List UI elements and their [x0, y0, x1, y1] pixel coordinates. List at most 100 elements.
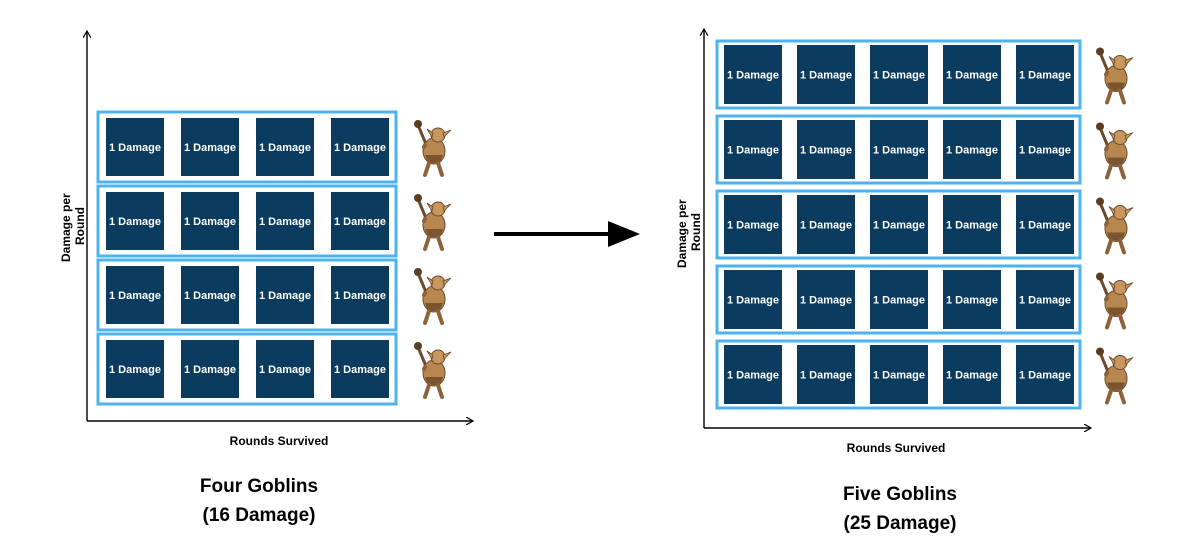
damage-cell-box: [1016, 45, 1074, 104]
damage-cell-label: 1 Damage: [334, 290, 386, 302]
damage-cell-label: 1 Damage: [1019, 70, 1071, 82]
damage-cell-box: [1016, 345, 1074, 404]
damage-cell-label: 1 Damage: [184, 364, 236, 376]
five-goblins-panel: Damage per Round Rounds Survived 1 Damag…: [675, 30, 1135, 534]
damage-cell: 1 Damage: [943, 195, 1001, 254]
damage-cell-label: 1 Damage: [727, 220, 779, 232]
damage-cell: 1 Damage: [797, 195, 855, 254]
damage-cell: 1 Damage: [870, 345, 928, 404]
damage-cell: 1 Damage: [181, 192, 239, 250]
damage-cell-box: [331, 192, 389, 250]
damage-cell-label: 1 Damage: [800, 70, 852, 82]
damage-cell: 1 Damage: [181, 266, 239, 324]
damage-cell: 1 Damage: [106, 340, 164, 398]
damage-cell: 1 Damage: [797, 270, 855, 329]
damage-cell: 1 Damage: [331, 118, 389, 176]
caption-damage: (25 Damage): [844, 513, 957, 534]
damage-cell: 1 Damage: [870, 120, 928, 179]
goblin-row: 1 Damage 1 Damage 1 Damage 1 Damage 1 Damage: [715, 264, 1135, 335]
damage-cell-label: 1 Damage: [873, 70, 925, 82]
damage-cell: 1 Damage: [724, 45, 782, 104]
damage-cell-label: 1 Damage: [109, 142, 161, 154]
damage-cell-label: 1 Damage: [1019, 295, 1071, 307]
damage-cell-label: 1 Damage: [800, 370, 852, 382]
damage-cell: 1 Damage: [331, 340, 389, 398]
damage-cell: 1 Damage: [1016, 45, 1074, 104]
damage-cell-label: 1 Damage: [184, 290, 236, 302]
damage-cell-label: 1 Damage: [1019, 370, 1071, 382]
damage-cell-label: 1 Damage: [800, 145, 852, 157]
damage-cell-label: 1 Damage: [334, 142, 386, 154]
damage-cell-box: [724, 195, 782, 254]
damage-cell-label: 1 Damage: [184, 216, 236, 228]
damage-cell-label: 1 Damage: [1019, 145, 1071, 157]
damage-cell-label: 1 Damage: [873, 295, 925, 307]
damage-cell-box: [943, 45, 1001, 104]
damage-cell-label: 1 Damage: [727, 370, 779, 382]
damage-cell-label: 1 Damage: [334, 364, 386, 376]
damage-cell-label: 1 Damage: [259, 216, 311, 228]
damage-cell: 1 Damage: [106, 192, 164, 250]
damage-cell: 1 Damage: [256, 118, 314, 176]
damage-cell-box: [181, 192, 239, 250]
damage-cell: 1 Damage: [106, 118, 164, 176]
goblin-icon: [412, 340, 453, 399]
damage-cell: 1 Damage: [1016, 120, 1074, 179]
damage-cell: 1 Damage: [256, 192, 314, 250]
damage-cell-label: 1 Damage: [727, 145, 779, 157]
damage-cell: 1 Damage: [724, 120, 782, 179]
damage-cell: 1 Damage: [1016, 195, 1074, 254]
damage-cell: 1 Damage: [870, 195, 928, 254]
damage-cell-box: [870, 45, 928, 104]
goblin-icon: [412, 192, 453, 251]
damage-cell-box: [797, 345, 855, 404]
damage-cell-box: [870, 270, 928, 329]
damage-cell: 1 Damage: [724, 195, 782, 254]
damage-cell-box: [106, 118, 164, 176]
damage-cell-box: [1016, 195, 1074, 254]
damage-cell-box: [256, 340, 314, 398]
damage-cell-label: 1 Damage: [1019, 220, 1071, 232]
damage-cell-label: 1 Damage: [873, 370, 925, 382]
goblin-row: 1 Damage 1 Damage 1 Damage 1 Damage: [96, 110, 453, 184]
four-goblins-panel: Damage per Round Rounds Survived 1 Damag…: [59, 32, 472, 526]
damage-cell: 1 Damage: [181, 118, 239, 176]
damage-cell-label: 1 Damage: [259, 290, 311, 302]
damage-cell-box: [797, 120, 855, 179]
damage-cell-label: 1 Damage: [109, 290, 161, 302]
damage-cell-label: 1 Damage: [109, 216, 161, 228]
damage-cell: 1 Damage: [331, 266, 389, 324]
damage-cell-label: 1 Damage: [800, 220, 852, 232]
damage-cell-box: [943, 195, 1001, 254]
goblin-icon: [412, 266, 453, 325]
damage-cell: 1 Damage: [797, 45, 855, 104]
damage-cell-box: [870, 345, 928, 404]
damage-cell-box: [870, 120, 928, 179]
damage-cell: 1 Damage: [870, 45, 928, 104]
damage-cell-box: [1016, 120, 1074, 179]
x-axis-label: Rounds Survived: [847, 441, 946, 455]
damage-cell-label: 1 Damage: [727, 295, 779, 307]
damage-cell: 1 Damage: [724, 345, 782, 404]
damage-cell-label: 1 Damage: [946, 220, 998, 232]
y-axis-label: Damage per Round: [675, 196, 703, 268]
damage-cell-box: [797, 270, 855, 329]
caption-title: Four Goblins: [200, 476, 318, 497]
damage-cell-label: 1 Damage: [946, 145, 998, 157]
damage-cell-box: [797, 45, 855, 104]
damage-cell-box: [943, 345, 1001, 404]
damage-cell-box: [331, 118, 389, 176]
damage-cell: 1 Damage: [943, 345, 1001, 404]
y-axis-label: Damage per Round: [59, 190, 87, 262]
damage-cell-box: [1016, 270, 1074, 329]
damage-cell: 1 Damage: [724, 270, 782, 329]
damage-cell: 1 Damage: [943, 270, 1001, 329]
damage-cell-label: 1 Damage: [873, 220, 925, 232]
right-arrow-icon: [494, 221, 640, 247]
caption-title: Five Goblins: [843, 484, 957, 505]
damage-cell: 1 Damage: [943, 120, 1001, 179]
